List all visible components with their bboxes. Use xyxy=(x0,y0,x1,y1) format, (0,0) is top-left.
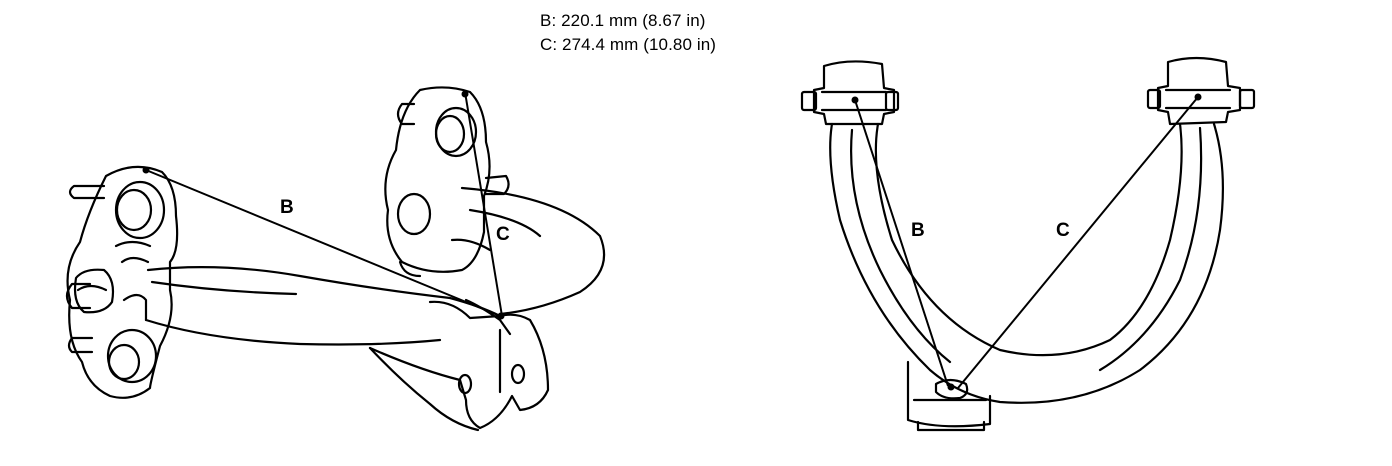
label-b-left: B xyxy=(280,197,294,218)
label-b-right: B xyxy=(911,220,925,241)
measure-line-c-right xyxy=(957,96,1199,389)
spec-c-text: C: 274.4 mm (10.80 in) xyxy=(540,35,717,54)
measure-line-b-left xyxy=(145,169,501,317)
label-c-right: C xyxy=(1056,220,1070,241)
right-arm-illustration xyxy=(800,56,1256,432)
measure-line-c-left xyxy=(464,91,503,317)
measure-line-b-right xyxy=(854,99,949,387)
spec-b-text: B: 220.1 mm (8.67 in) xyxy=(540,11,706,30)
left-measure-lines xyxy=(142,90,505,320)
right-measure-lines xyxy=(851,93,1202,391)
left-arm-illustration xyxy=(65,86,606,432)
label-c-left: C xyxy=(496,224,510,245)
